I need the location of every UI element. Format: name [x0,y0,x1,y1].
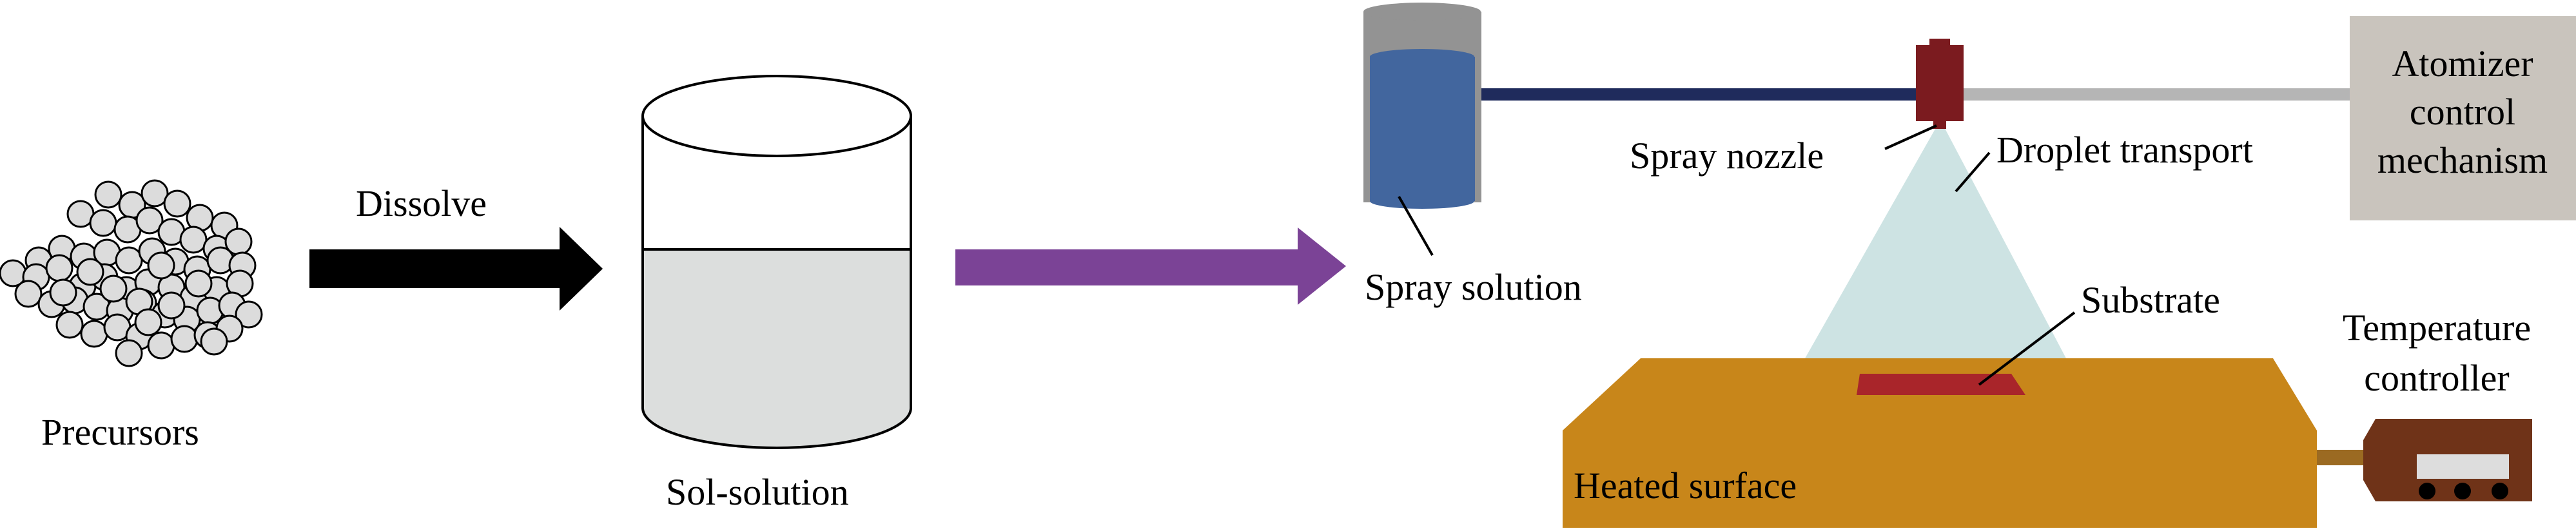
precursor-particle [49,278,77,307]
precursor-particle [45,254,73,282]
atomizer-label-line2: control [2410,91,2515,133]
controller-knob-1 [2419,483,2435,499]
precursors-label: Precursors [41,411,199,453]
temperature-controller-icon [2363,419,2532,501]
precursor-particle [141,179,169,208]
precursor-particle [184,269,213,298]
spray-nozzle-icon [1916,39,1964,129]
precursor-particle [99,275,128,303]
substrate [1857,374,2025,395]
reservoir-icon [1363,3,1481,209]
beaker-icon [641,75,912,449]
controller-knob-2 [2454,483,2471,499]
heated-surface [1563,358,2317,528]
precursor-particle [76,258,104,286]
controller-connector [2317,450,2372,465]
precursor-particle [235,300,263,329]
atomizer-control-box [2350,16,2576,220]
temperature-label-line1: Temperature [2343,307,2531,349]
precursor-particle [94,180,122,209]
transfer-arrow [955,227,1346,305]
precursor-particle [135,206,164,235]
precursor-particle [170,325,199,353]
droplet-transport-label: Droplet transport [1996,129,2253,171]
atomizer-label-line3: mechanism [2377,139,2548,181]
dissolve-arrow [309,227,603,311]
precursor-particle [80,320,108,348]
precursor-particle [200,327,228,356]
droplet-transport-pointer [1955,151,1991,193]
precursor-particle [157,291,186,320]
precursor-particles-icon [0,179,263,367]
precursor-particle [89,209,117,237]
droplet-spray-cone [1805,120,2066,358]
spray-nozzle-pointer [1884,124,1937,150]
atomizer-label-line1: Atomizer [2392,43,2533,84]
controller-knob-3 [2492,483,2508,499]
dissolve-label: Dissolve [356,182,487,224]
precursor-particle [147,251,175,280]
heated-surface-label: Heated surface [1574,465,1797,507]
precursor-particle [134,308,162,336]
precursor-particle [147,331,175,360]
substrate-pointer [1978,311,2076,386]
precursor-particle [115,246,143,275]
precursor-particle [55,311,84,339]
precursor-particle [115,339,143,367]
sol-solution-label: Sol-solution [666,471,849,513]
spray-solution-label: Spray solution [1365,266,1582,308]
solution-feed-line [1481,88,1917,101]
atomizer-air-line [1963,88,2350,101]
spray-solution-pointer [1398,196,1434,256]
precursor-particle [179,226,208,254]
substrate-label: Substrate [2081,279,2220,321]
precursor-particle [14,280,43,308]
temperature-label-line2: controller [2364,357,2509,399]
controller-display [2417,454,2509,479]
precursor-particle [163,189,191,218]
spray-nozzle-label: Spray nozzle [1630,135,1824,177]
